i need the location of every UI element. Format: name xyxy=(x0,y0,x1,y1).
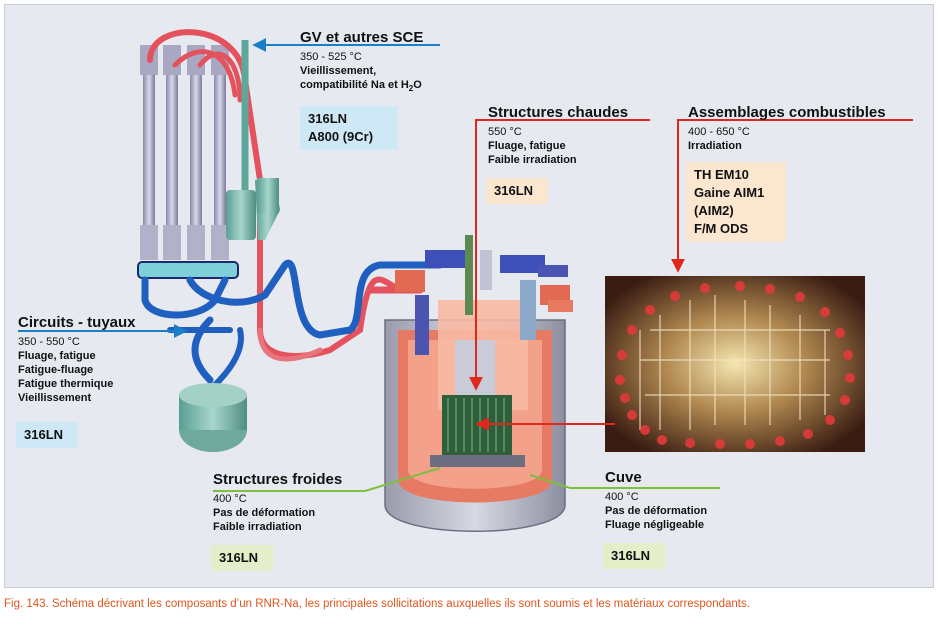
callout-temperature: 350 - 550 °C xyxy=(18,336,80,348)
material-item: (AIM2) xyxy=(694,203,734,218)
callout-temperature: 400 °C xyxy=(605,491,639,503)
callout-title: Cuve xyxy=(605,469,642,486)
material-item: TH EM10 xyxy=(694,167,749,182)
material-item: Gaine AIM1 xyxy=(694,185,765,200)
material-item: 316LN xyxy=(24,427,64,442)
material-box-hot-structures: 316LN xyxy=(486,178,548,204)
callout-stress-line: Pas de déformation xyxy=(605,505,708,517)
callout-title: Circuits - tuyaux xyxy=(18,314,136,331)
teal-pump-column xyxy=(226,40,280,240)
callout-title: Assemblages combustibles xyxy=(688,104,886,121)
callout-stress-line: Vieillissement xyxy=(18,392,92,404)
material-item: F/M ODS xyxy=(694,221,749,236)
steam-generator-columns xyxy=(137,45,239,279)
reactor-vessel xyxy=(384,235,573,532)
callout-temperature: 400 °C xyxy=(213,493,247,505)
callout-title: Structures chaudes xyxy=(488,104,629,121)
callout-stress-line: Fluage, fatigue xyxy=(18,350,96,362)
material-item: 316LN xyxy=(308,111,348,126)
cold-piping xyxy=(141,259,444,388)
fuel-assemblies-photo xyxy=(605,276,865,452)
callout-stress-line: Fluage, fatigue xyxy=(488,140,566,152)
callout-stress-line: Faible irradiation xyxy=(213,521,302,533)
material-item: 316LN xyxy=(494,183,534,198)
callout-vessel: Cuve 400 °C Pas de déformation Fluage né… xyxy=(605,469,707,532)
callout-stress-line: Irradiation xyxy=(688,140,742,152)
callout-stress-line: Fatigue thermique xyxy=(18,378,114,390)
callout-hot-structures: Structures chaudes 550 °C Fluage, fatigu… xyxy=(488,104,628,167)
material-box-pipes: 316LN xyxy=(16,422,78,448)
material-box-steam-generator: 316LN A800 (9Cr) xyxy=(300,106,398,150)
callout-stress-line: Vieillissement, xyxy=(300,65,377,77)
material-item: 316LN xyxy=(219,550,259,565)
figure-caption: Fig. 143. Schéma décrivant les composant… xyxy=(4,598,750,610)
callout-temperature: 400 - 650 °C xyxy=(688,126,750,138)
callout-stress-line: Pas de déformation xyxy=(213,507,316,519)
callout-cold-structures: Structures froides 400 °C Pas de déforma… xyxy=(213,471,342,534)
sodium-tank xyxy=(179,383,247,452)
callout-stress-line: Faible irradiation xyxy=(488,154,577,166)
callout-pipes: Circuits - tuyaux 350 - 550 °C Fluage, f… xyxy=(18,314,136,405)
callout-leaders xyxy=(18,38,913,492)
callout-title: Structures froides xyxy=(213,471,343,488)
callout-stress-line: compatibilité Na et H2O xyxy=(300,79,422,94)
callout-steam-generator: GV et autres SCE 350 - 525 °C Vieillisse… xyxy=(300,29,423,96)
callout-temperature: 350 - 525 °C xyxy=(300,51,362,63)
material-item: 316LN xyxy=(611,548,651,563)
callout-title: GV et autres SCE xyxy=(300,29,424,46)
material-box-cold-structures: 316LN xyxy=(211,545,273,571)
material-box-fuel-assemblies: TH EM10 Gaine AIM1 (AIM2) F/M ODS xyxy=(686,162,786,242)
material-box-vessel: 316LN xyxy=(603,543,665,569)
callout-stress-line: Fluage négligeable xyxy=(605,519,705,531)
material-item: A800 (9Cr) xyxy=(308,129,374,144)
callout-temperature: 550 °C xyxy=(488,126,522,138)
callout-stress-line: Fatigue-fluage xyxy=(18,364,94,376)
callout-fuel-assemblies: Assemblages combustibles 400 - 650 °C Ir… xyxy=(688,104,886,153)
